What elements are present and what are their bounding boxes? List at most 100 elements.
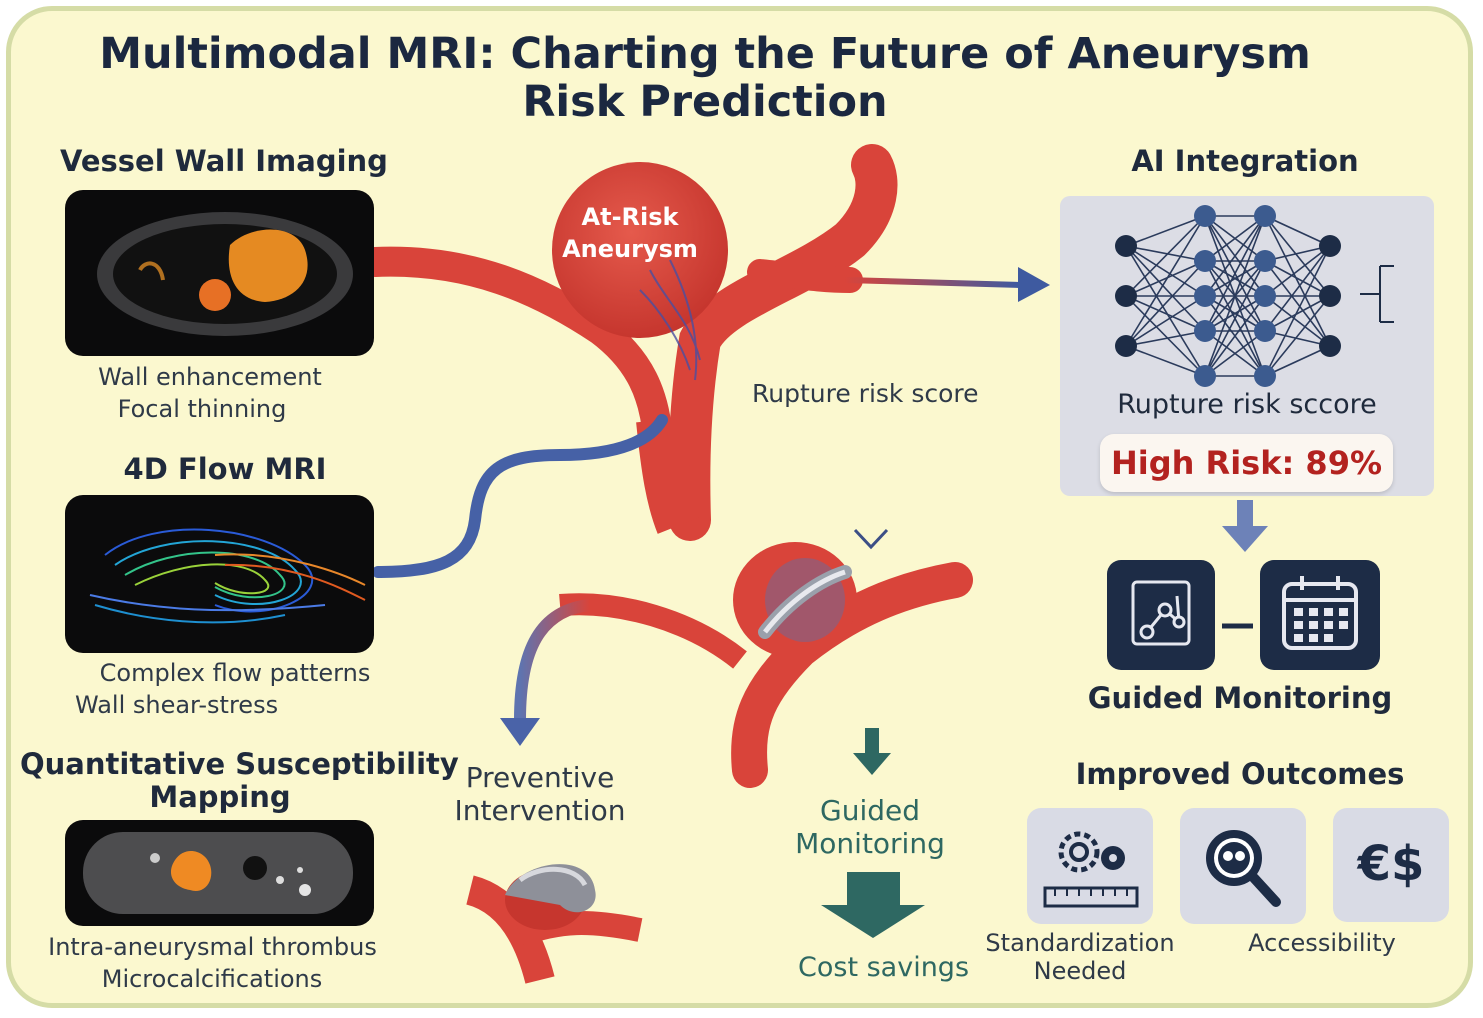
rupture-risk-label: Rupture risk score bbox=[752, 379, 979, 408]
vessel-wall-caption-2: Focal thinning bbox=[117, 395, 287, 423]
network-edge bbox=[1264, 245, 1331, 262]
network-edge bbox=[1264, 295, 1331, 377]
network-edge bbox=[1264, 260, 1331, 297]
network-edge bbox=[1125, 245, 1206, 377]
qsm-caption-1: Intra-aneurysmal thrombus bbox=[48, 933, 377, 961]
outcomes-heading: Improved Outcomes bbox=[1075, 757, 1405, 791]
cost-savings-label: Cost savings bbox=[798, 952, 970, 983]
network-edge bbox=[1204, 260, 1266, 297]
network-edge bbox=[1125, 260, 1206, 297]
network-edge bbox=[1264, 295, 1331, 347]
network-edge bbox=[1204, 215, 1266, 297]
monitoring-graph-tile bbox=[1107, 560, 1215, 670]
network-node bbox=[1254, 250, 1276, 272]
flow-heading: 4D Flow MRI bbox=[123, 452, 327, 486]
network-edge bbox=[1125, 295, 1206, 332]
vessel-wall-caption-1: Wall enhancement bbox=[98, 363, 322, 391]
intervention-illustration bbox=[465, 864, 643, 984]
accessibility-label: Accessibility bbox=[1248, 929, 1396, 957]
ai-score-label: Rupture risk sccore bbox=[1117, 389, 1377, 420]
network-edge bbox=[1264, 215, 1331, 347]
network-edge bbox=[1204, 260, 1266, 377]
network-edge bbox=[1204, 215, 1266, 377]
cost-tile: €$ bbox=[1333, 808, 1449, 922]
accessibility-tile bbox=[1180, 808, 1306, 924]
arrow-to-ai-head bbox=[1018, 267, 1050, 302]
network-node bbox=[1194, 320, 1216, 342]
network-edge bbox=[1264, 245, 1331, 297]
ai-heading: AI Integration bbox=[1131, 144, 1359, 178]
network-node bbox=[1319, 285, 1341, 307]
qsm-heading-line-1: Quantitative Susceptibility bbox=[20, 747, 459, 781]
network-edge bbox=[1125, 215, 1206, 297]
network-edge bbox=[1264, 295, 1331, 332]
high-risk-badge: High Risk: 89% bbox=[1100, 434, 1393, 492]
graph-nodes-icon bbox=[1131, 580, 1191, 646]
network-edge bbox=[1125, 245, 1206, 262]
network-node bbox=[1115, 285, 1137, 307]
intervention-label-line-2: Intervention bbox=[454, 794, 626, 827]
vessel-wall-heading: Vessel Wall Imaging bbox=[60, 144, 388, 178]
arrow-to-ai bbox=[844, 277, 1021, 288]
intervention-label-line-1: Preventive bbox=[465, 761, 615, 794]
aneurysm-label-line-1: At-Risk bbox=[581, 203, 679, 231]
network-edge bbox=[1264, 330, 1331, 347]
network-node bbox=[1194, 250, 1216, 272]
network-edge bbox=[1264, 215, 1331, 297]
monitoring-label-line-2: Monitoring bbox=[795, 827, 945, 860]
network-edge bbox=[1204, 215, 1266, 262]
cost-arrow bbox=[821, 872, 925, 938]
network-edge bbox=[1264, 260, 1331, 347]
qsm-image bbox=[65, 820, 374, 926]
network-edge bbox=[1125, 295, 1206, 347]
network-edge bbox=[1125, 345, 1206, 377]
network-edge bbox=[1125, 215, 1206, 347]
clipped-vessel bbox=[559, 542, 973, 788]
magnifier-icon bbox=[1206, 830, 1281, 907]
flow-mri-image bbox=[65, 495, 374, 653]
monitoring-calendar-tile bbox=[1260, 560, 1380, 670]
monitoring-label-line-1: Guided bbox=[820, 794, 920, 827]
network-node bbox=[1194, 365, 1216, 387]
network-edge bbox=[1264, 215, 1331, 247]
qsm-caption-2: Microcalcifications bbox=[101, 965, 323, 993]
network-node bbox=[1194, 205, 1216, 227]
network-node bbox=[1115, 235, 1137, 257]
flow-caption-2: Wall shear-stress bbox=[75, 691, 279, 719]
network-node bbox=[1194, 285, 1216, 307]
flow-caption-1: Complex flow patterns bbox=[99, 659, 371, 687]
qsm-heading-line-2: Mapping bbox=[149, 780, 291, 814]
vessel-wall-image bbox=[65, 190, 374, 356]
network-node bbox=[1254, 365, 1276, 387]
gears-ruler-icon bbox=[1043, 831, 1139, 908]
network-edge bbox=[1264, 245, 1331, 377]
neural-network-icon bbox=[1115, 205, 1394, 387]
network-edge bbox=[1264, 345, 1331, 377]
network-edge bbox=[1204, 295, 1266, 332]
network-node bbox=[1115, 335, 1137, 357]
network-edge bbox=[1125, 295, 1206, 377]
network-edge bbox=[1125, 215, 1206, 247]
network-edge bbox=[1125, 330, 1206, 347]
network-edge bbox=[1125, 245, 1206, 297]
network-edge bbox=[1125, 260, 1206, 347]
calendar-icon bbox=[1282, 576, 1358, 650]
page-title: Multimodal MRI: Charting the Future of A… bbox=[99, 29, 1311, 128]
network-node bbox=[1254, 205, 1276, 227]
network-edge bbox=[1204, 330, 1266, 377]
standardization-label-line-2: Needed bbox=[1033, 957, 1127, 985]
currency-icon: €$ bbox=[1357, 836, 1425, 892]
main-artery bbox=[360, 144, 898, 578]
standardization-tile bbox=[1027, 808, 1153, 924]
network-node bbox=[1319, 335, 1341, 357]
network-node bbox=[1254, 285, 1276, 307]
arrow-to-intervention bbox=[514, 599, 591, 721]
network-node bbox=[1319, 235, 1341, 257]
network-edge bbox=[1125, 245, 1206, 332]
standardization-label-line-1: Standardization bbox=[985, 929, 1175, 957]
network-edge bbox=[1264, 245, 1331, 332]
aneurysm-label-line-2: Aneurysm bbox=[562, 235, 698, 263]
network-node bbox=[1254, 320, 1276, 342]
